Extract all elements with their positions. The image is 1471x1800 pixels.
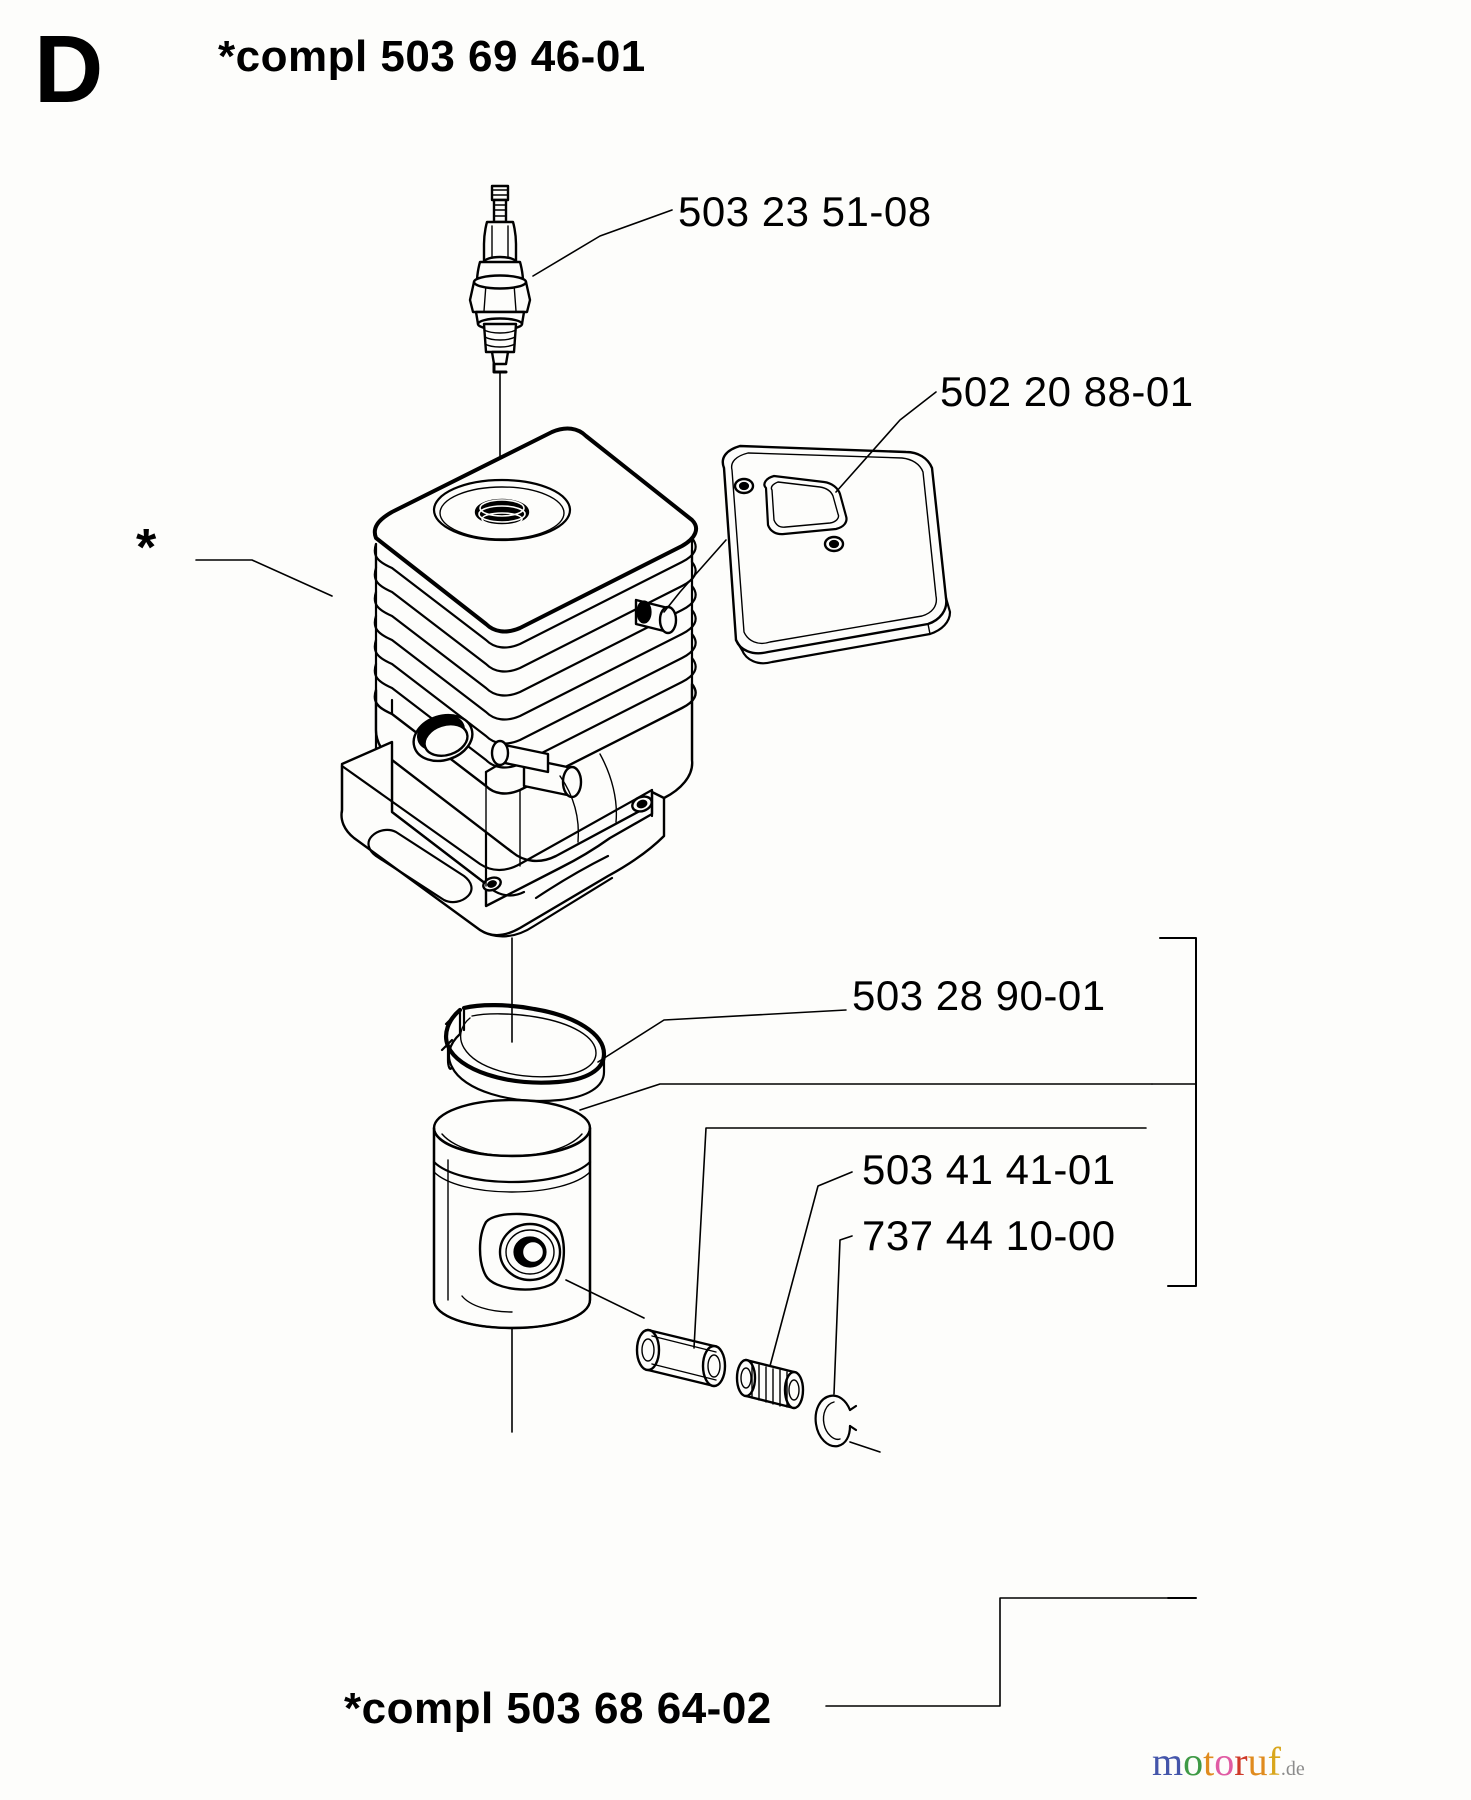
piston-part bbox=[432, 1098, 592, 1330]
leader-ring-to-label bbox=[597, 1009, 847, 1063]
needle-bearing-part bbox=[735, 1358, 805, 1410]
ref-number-piston-pin: 503 41 41-01 bbox=[862, 1146, 1116, 1193]
leader-piston-to-pin bbox=[565, 1279, 645, 1319]
piston-pin-part bbox=[635, 1328, 727, 1388]
motoruf-watermark: motoruf.de bbox=[1152, 1742, 1305, 1782]
muffler-gasket-part bbox=[721, 444, 952, 665]
header-assembly-label: *compl 503 69 46-01 bbox=[218, 32, 646, 81]
wm-letter-1: o bbox=[1183, 1739, 1204, 1784]
leader-gasket-to-label bbox=[835, 391, 937, 493]
wm-suffix: .de bbox=[1280, 1758, 1305, 1780]
ref-number-muffler-gasket: 502 20 88-01 bbox=[940, 368, 1194, 415]
spark-plug-part bbox=[468, 184, 532, 374]
wm-letter-4: r bbox=[1234, 1739, 1248, 1784]
leader-gasket-to-cylinder bbox=[663, 539, 727, 613]
star-marker-cylinder: * bbox=[136, 519, 157, 577]
leader-bearing-to-label bbox=[833, 1235, 853, 1395]
wm-letter-2: t bbox=[1203, 1739, 1215, 1784]
wm-letter-5: u bbox=[1247, 1739, 1268, 1784]
cylinder-part bbox=[340, 426, 699, 938]
piston-ring-part bbox=[440, 1003, 607, 1102]
circlip-part bbox=[814, 1394, 858, 1448]
group-bracket-right bbox=[1151, 937, 1197, 1287]
ref-number-needle-bearing: 737 44 10-00 bbox=[862, 1212, 1116, 1259]
leader-spark-plug-to-label bbox=[532, 209, 673, 277]
bottom-assembly-label: *compl 503 68 64-02 bbox=[344, 1684, 772, 1733]
wm-letter-6: f bbox=[1267, 1739, 1281, 1784]
leader-piston-to-group bbox=[579, 1083, 1153, 1111]
leader-star-to-cylinder bbox=[195, 559, 333, 597]
leader-pin-to-group bbox=[693, 1127, 1147, 1349]
leader-bottom-compl bbox=[825, 1597, 1169, 1707]
plate-letter: D bbox=[34, 16, 103, 123]
leader-pin-to-label bbox=[769, 1171, 853, 1367]
ref-number-piston-ring: 503 28 90-01 bbox=[852, 972, 1106, 1019]
wm-letter-3: o bbox=[1214, 1739, 1235, 1784]
leader-circlip bbox=[849, 1441, 881, 1453]
wm-letter-0: m bbox=[1152, 1739, 1184, 1784]
ref-number-spark-plug: 503 23 51-08 bbox=[678, 188, 932, 235]
